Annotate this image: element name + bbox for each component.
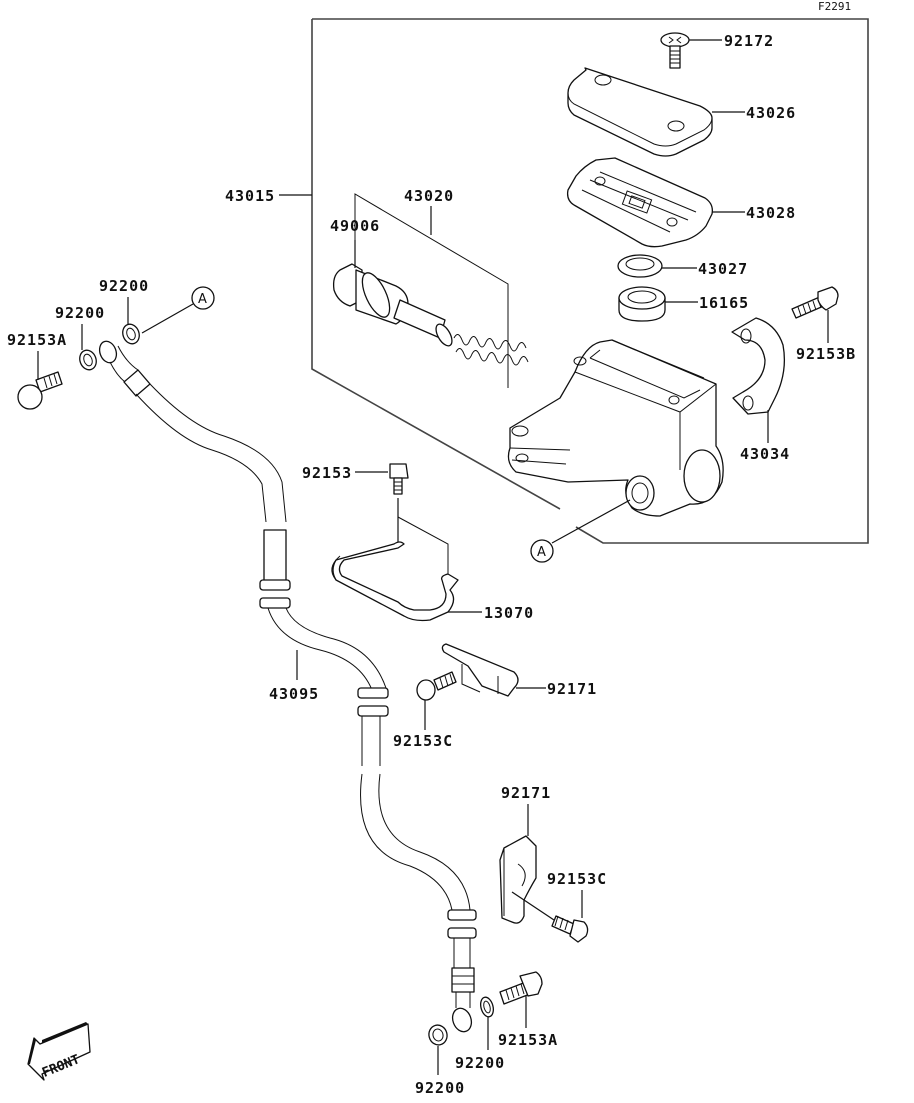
holder-43034[interactable] bbox=[731, 317, 786, 443]
label-92171-b[interactable]: 92171 bbox=[501, 784, 551, 802]
label-43026[interactable]: 43026 bbox=[746, 104, 796, 122]
label-92153A-bottom[interactable]: 92153A bbox=[498, 1031, 558, 1049]
master-cylinder-body[interactable] bbox=[507, 339, 724, 517]
label-92153C-b[interactable]: 92153C bbox=[547, 870, 607, 888]
label-92200-top-2[interactable]: 92200 bbox=[55, 304, 105, 322]
label-92153C-a[interactable]: 92153C bbox=[393, 732, 453, 750]
label-92153B[interactable]: 92153B bbox=[796, 345, 856, 363]
washer-92200-top-1[interactable] bbox=[120, 297, 142, 346]
figure-id: F2291 bbox=[818, 0, 851, 13]
diaphragm-plate-43028[interactable] bbox=[566, 157, 745, 248]
ring-43027[interactable] bbox=[617, 254, 697, 278]
assembly-boundary-43015 bbox=[279, 18, 869, 544]
reference-marker-a-hose[interactable]: A bbox=[141, 286, 215, 334]
washer-92200-top-2[interactable] bbox=[77, 324, 99, 372]
label-92153A-top[interactable]: 92153A bbox=[7, 331, 67, 349]
label-16165[interactable]: 16165 bbox=[699, 294, 749, 312]
label-92172[interactable]: 92172 bbox=[724, 32, 774, 50]
label-43027[interactable]: 43027 bbox=[698, 260, 748, 278]
front-direction-arrow: FRONT bbox=[27, 1022, 91, 1081]
bolt-92153A-bottom[interactable] bbox=[499, 971, 543, 1028]
label-13070[interactable]: 13070 bbox=[484, 604, 534, 622]
label-43034[interactable]: 43034 bbox=[740, 445, 790, 463]
bolt-92153C-a[interactable] bbox=[416, 671, 457, 730]
guard-13070[interactable] bbox=[331, 541, 482, 622]
label-43015[interactable]: 43015 bbox=[225, 187, 275, 205]
clamp-92171-a[interactable] bbox=[441, 643, 546, 697]
label-43028[interactable]: 43028 bbox=[746, 204, 796, 222]
svg-text:A: A bbox=[537, 545, 546, 560]
label-92153[interactable]: 92153 bbox=[302, 464, 352, 482]
washer-92200-bottom-1[interactable] bbox=[479, 996, 496, 1050]
piston-49006[interactable] bbox=[332, 240, 529, 366]
boot-16165[interactable] bbox=[618, 286, 698, 322]
label-92200-bottom-1[interactable]: 92200 bbox=[455, 1054, 505, 1072]
washer-92200-bottom-2[interactable] bbox=[427, 1023, 450, 1075]
bolt-92153A-top[interactable] bbox=[17, 351, 63, 410]
label-43095[interactable]: 43095 bbox=[269, 685, 319, 703]
bolt-92153B[interactable] bbox=[791, 286, 839, 343]
screw-92172[interactable] bbox=[660, 32, 722, 69]
reference-marker-a-cylinder[interactable]: A bbox=[530, 499, 631, 563]
reservoir-cap-43026[interactable] bbox=[567, 67, 745, 157]
label-92171-a[interactable]: 92171 bbox=[547, 680, 597, 698]
clamp-92171-b[interactable] bbox=[499, 804, 537, 924]
svg-text:A: A bbox=[198, 292, 207, 307]
brake-hose-43095[interactable] bbox=[97, 339, 477, 1034]
label-92200-top-1[interactable]: 92200 bbox=[99, 277, 149, 295]
bolt-92153[interactable] bbox=[355, 463, 449, 574]
label-92200-bottom-2[interactable]: 92200 bbox=[415, 1079, 465, 1097]
bolt-92153C-b[interactable] bbox=[511, 890, 589, 943]
piston-kit-bracket-43020 bbox=[354, 193, 509, 388]
label-49006[interactable]: 49006 bbox=[330, 217, 380, 235]
label-43020[interactable]: 43020 bbox=[404, 187, 454, 205]
